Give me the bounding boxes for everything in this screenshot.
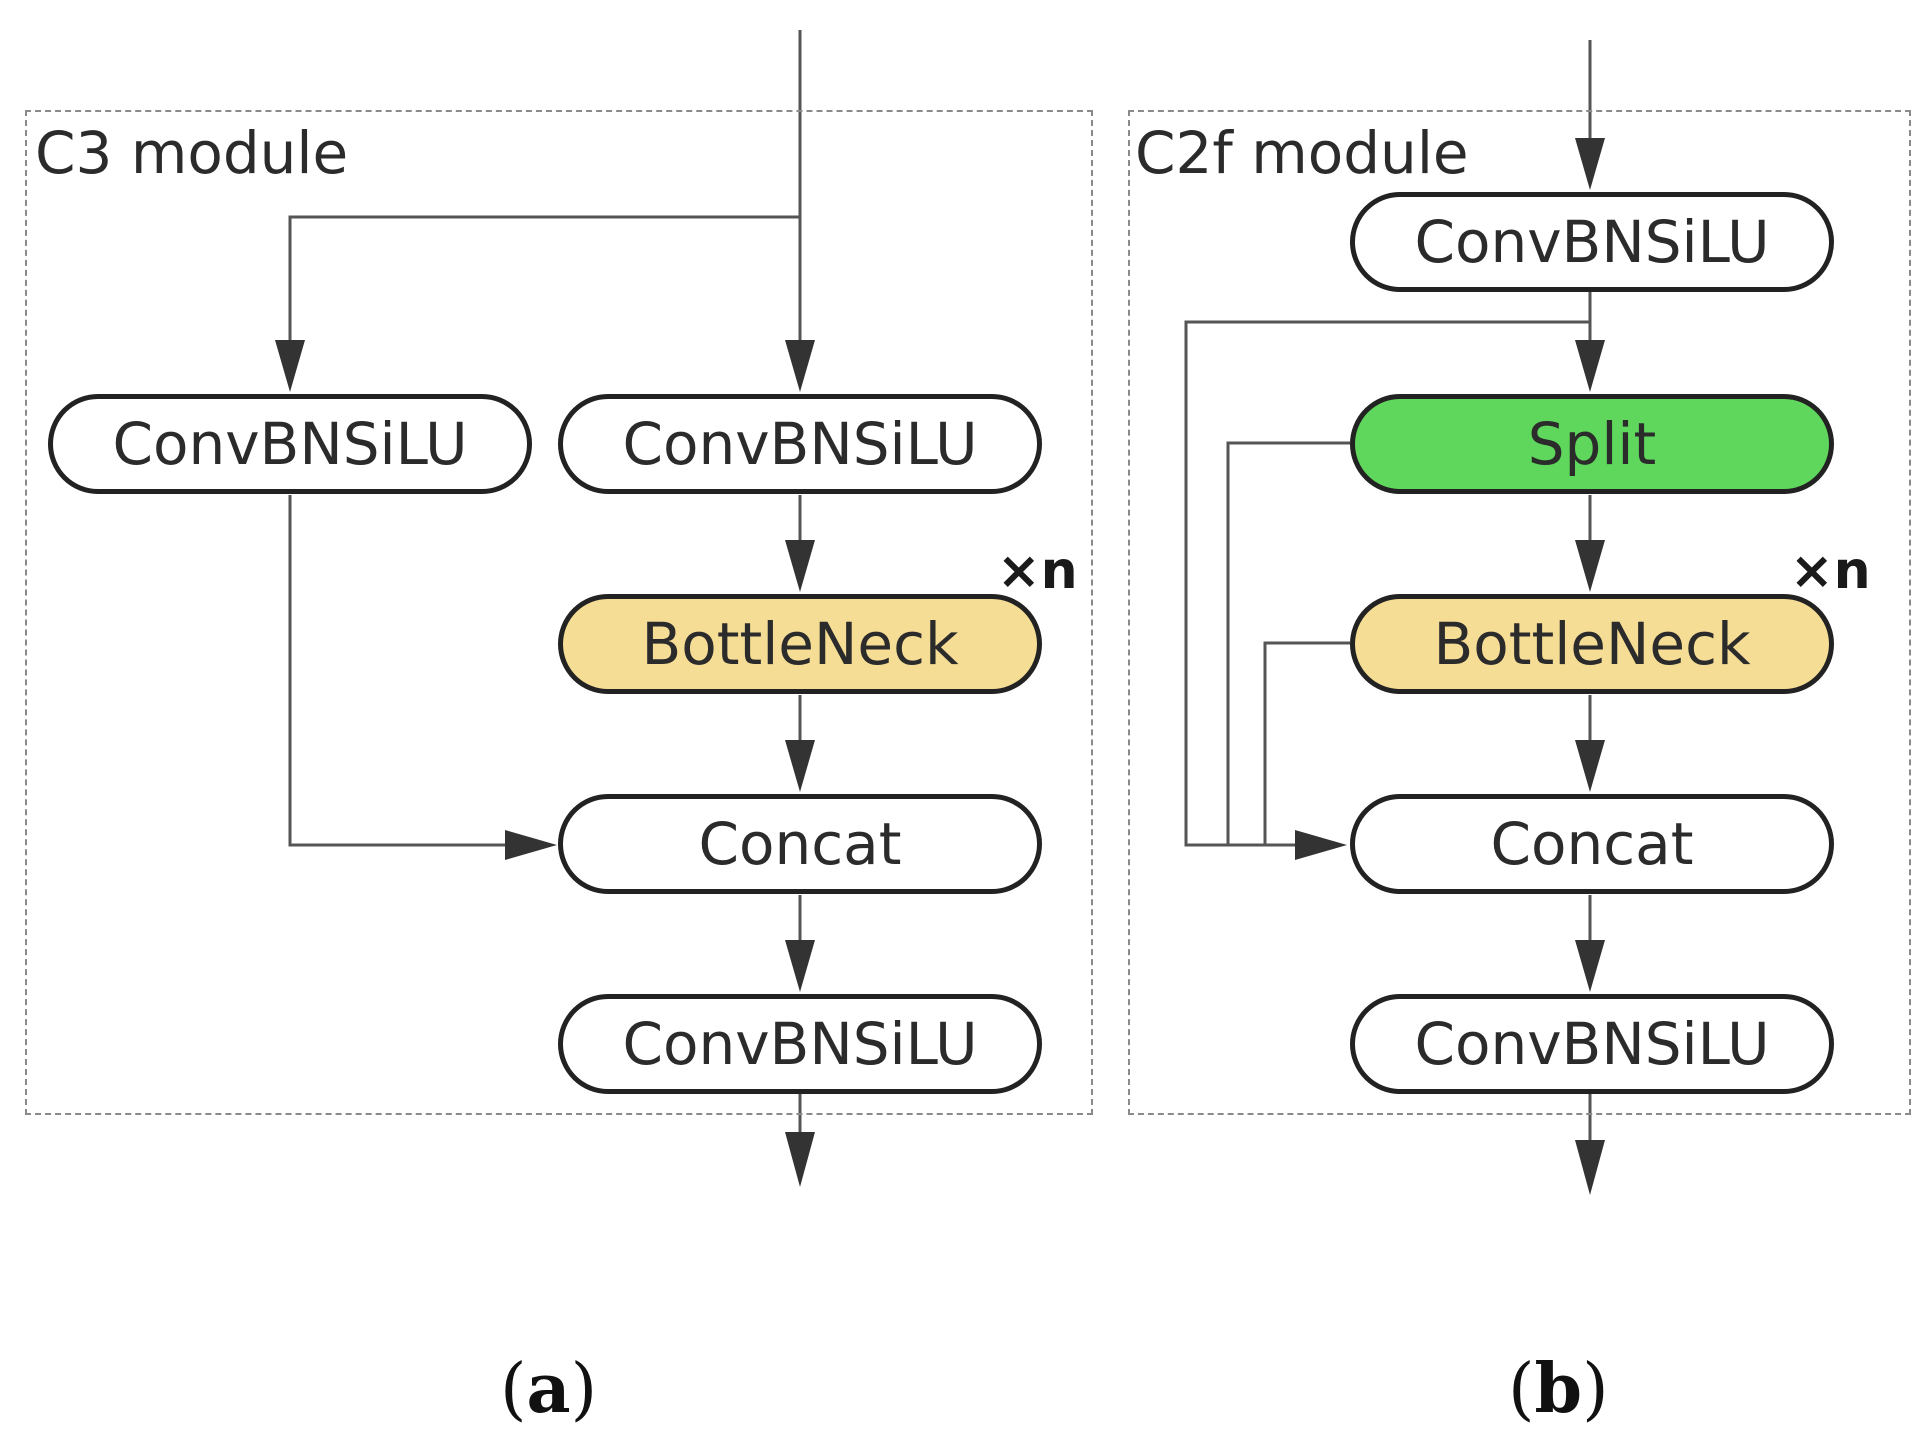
- b-outer-skip-line: [1184, 320, 1590, 847]
- b-convbnsilu-input: ConvBNSiLU: [1350, 192, 1834, 292]
- b-repeat-label: ×n: [1790, 541, 1871, 601]
- b-arrowhead-split: [1575, 340, 1605, 392]
- a-arrowhead-conv2: [785, 340, 815, 392]
- a-arrowhead-conv1: [275, 340, 305, 392]
- a-arrowhead-conv3: [785, 940, 815, 992]
- b-arrowhead-output: [1575, 1140, 1605, 1195]
- b-split: Split: [1350, 394, 1834, 494]
- caption-b: (b): [1508, 1349, 1609, 1429]
- caption-b-letter: b: [1534, 1349, 1583, 1429]
- b-bottleneck-skip-line: [1263, 641, 1350, 845]
- b-convbnsilu-output: ConvBNSiLU: [1350, 994, 1834, 1094]
- b-bottleneck: BottleNeck: [1350, 594, 1834, 694]
- c2f-module-title: C2f module: [1135, 119, 1469, 187]
- caption-a-letter: a: [526, 1349, 571, 1429]
- a-branch-line: [288, 215, 800, 355]
- a-arrowhead-concat: [785, 740, 815, 792]
- b-arrowhead-conv1: [1575, 138, 1605, 190]
- c2f-module-frame: [1128, 110, 1911, 1115]
- b-split-skip-line: [1226, 441, 1350, 845]
- a-arrowhead-output: [785, 1132, 815, 1187]
- a-concat: Concat: [558, 794, 1042, 894]
- b-arrowhead-conv3: [1575, 940, 1605, 992]
- a-convbnsilu-left: ConvBNSiLU: [48, 394, 532, 494]
- b-arrowhead-bottleneck: [1575, 540, 1605, 592]
- b-concat: Concat: [1350, 794, 1834, 894]
- b-arrowhead-concat-side: [1295, 830, 1347, 860]
- a-skip-line: [288, 495, 515, 847]
- c3-module-frame: [25, 110, 1093, 1115]
- b-arrowhead-concat: [1575, 740, 1605, 792]
- a-arrowhead-bottleneck: [785, 540, 815, 592]
- a-bottleneck: BottleNeck: [558, 594, 1042, 694]
- a-arrowhead-concat-side: [505, 830, 557, 860]
- a-repeat-label: ×n: [997, 541, 1078, 601]
- a-convbnsilu-output: ConvBNSiLU: [558, 994, 1042, 1094]
- a-convbnsilu-right: ConvBNSiLU: [558, 394, 1042, 494]
- caption-a: (a): [500, 1349, 598, 1429]
- c3-module-title: C3 module: [35, 119, 349, 187]
